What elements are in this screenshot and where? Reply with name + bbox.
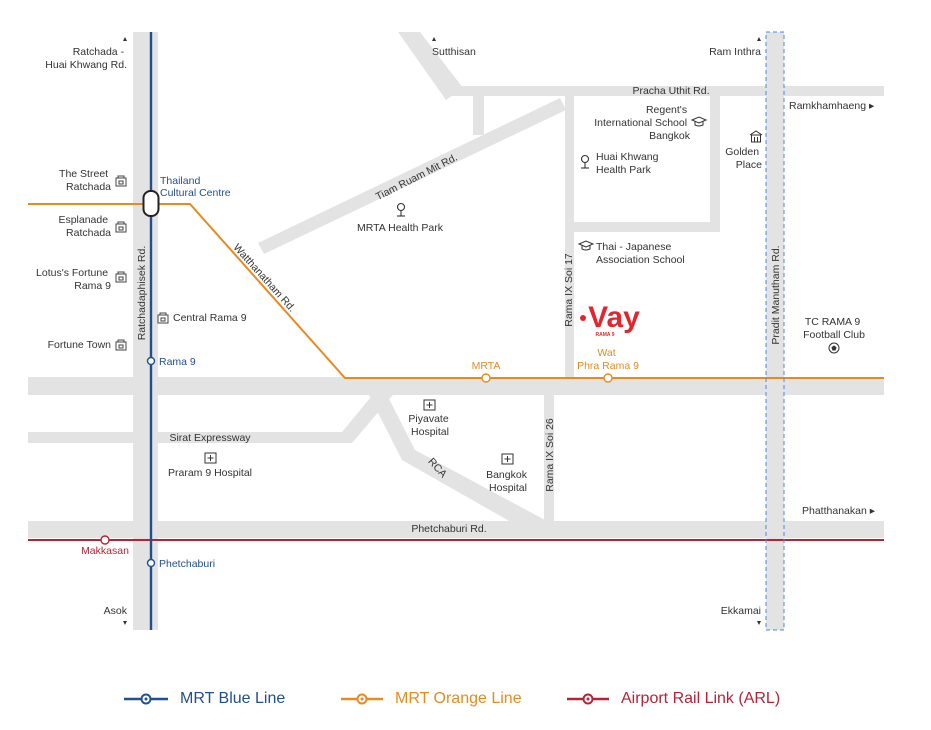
place-praram9-hospital: Praram 9 Hospital <box>168 467 252 479</box>
direction-sutthisan: Sutthisan <box>432 46 476 58</box>
roads <box>28 32 884 630</box>
legend-label: MRT Orange Line <box>395 690 522 707</box>
direction-ratchada-huai-khwang: Ratchada - Huai Khwang Rd. <box>45 46 127 71</box>
arrow-up-icon <box>432 37 436 41</box>
red-line-icon <box>567 693 609 705</box>
station-label-mrta: MRTA <box>472 360 501 372</box>
place-thai-japanese-school: Thai - Japanese Association School <box>596 241 685 266</box>
park-icon <box>580 154 590 169</box>
place-piyavate-hospital: Piyavate Hospital <box>408 413 451 438</box>
road-label-rama9-soi17: Rama IX Soi 17 <box>563 253 575 327</box>
arrow-down-icon <box>123 621 127 625</box>
direction-ram-inthra: Ram Inthra <box>709 46 761 58</box>
road-label-sirat-expressway: Sirat Expressway <box>169 432 251 444</box>
wat-phra-rama9-station-marker <box>603 373 613 383</box>
shopping-bag-icon <box>115 339 127 351</box>
road-label-pracha-uthit: Pracha Uthit Rd. <box>632 85 709 97</box>
place-golden-place: Golden Place <box>725 146 762 171</box>
hospital-icon <box>423 399 436 411</box>
phetchaburi-road <box>28 521 884 538</box>
interchange-station-marker <box>142 190 160 217</box>
temple-icon <box>749 130 763 143</box>
station-label-rama9: Rama 9 <box>159 356 196 368</box>
station-label-wat-phra-rama9: Wat Phra Rama 9 <box>577 347 639 372</box>
road-label-tiam-ruam-mit: Tiam Ruam Mit Rd. <box>374 152 460 204</box>
direction-phatthanakan: Phatthanakan ▸ <box>802 505 876 517</box>
vay-logo-sub: RAMA 9 <box>596 332 615 338</box>
direction-asok: Asok <box>104 605 128 617</box>
loop-road-v <box>710 90 720 232</box>
loop-road-h <box>565 222 720 232</box>
place-huai-khwang-health-park: Huai Khwang Health Park <box>596 151 661 176</box>
park-icon <box>396 202 406 217</box>
direction-ramkhamhaeng: Ramkhamhaeng ▸ <box>789 100 875 112</box>
shopping-bag-icon <box>115 271 127 283</box>
direction-ekkamai: Ekkamai <box>721 605 761 617</box>
place-central-rama9: Central Rama 9 <box>173 312 247 324</box>
sirat-expressway <box>28 380 398 443</box>
rama9-soi17-road <box>565 90 574 378</box>
arrow-up-icon <box>123 37 127 41</box>
makkasan-station-marker <box>100 535 110 545</box>
legend-item-arl: Airport Rail Link (ARL) <box>567 690 780 708</box>
blue-line-icon <box>124 693 168 705</box>
station-label-thailand-cultural-centre: Thailand Cultural Centre <box>160 175 231 199</box>
rca-road <box>368 389 545 530</box>
road-label-phetchaburi: Phetchaburi Rd. <box>411 523 486 535</box>
football-icon <box>828 342 840 354</box>
orange-line-icon <box>341 693 383 705</box>
hospital-icon <box>501 453 514 465</box>
shopping-bag-icon <box>157 312 169 324</box>
hospital-icon <box>204 452 217 464</box>
tiam-ruam-mit-road <box>258 98 566 254</box>
connector-road <box>473 90 484 135</box>
mrt-orange-line <box>28 203 884 379</box>
pradit-manutham-road <box>766 32 784 630</box>
rama9-road <box>28 377 884 395</box>
place-fortune-town: Fortune Town <box>48 339 112 351</box>
arrow-up-icon <box>757 37 761 41</box>
place-bangkok-hospital: Bangkok Hospital <box>486 469 530 494</box>
station-markers-orange <box>481 373 613 383</box>
sutthisan-road <box>398 32 463 100</box>
shopping-bag-icon <box>115 221 127 233</box>
vay-location-dot <box>580 315 586 321</box>
mrta-station-marker <box>481 373 491 383</box>
vay-logo: Vay <box>588 301 640 334</box>
rama9-station-marker <box>146 356 156 366</box>
graduation-cap-icon <box>690 116 708 127</box>
shopping-bag-icon <box>115 175 127 187</box>
place-tc-rama9-football-club: TC RAMA 9 Football Club <box>803 316 865 341</box>
place-regents-school: Regent's International School Bangkok <box>594 104 690 142</box>
station-label-makkasan: Makkasan <box>81 545 129 557</box>
place-mrta-health-park: MRTA Health Park <box>357 222 444 234</box>
legend-label: MRT Blue Line <box>180 690 286 707</box>
station-label-phetchaburi: Phetchaburi <box>159 558 215 570</box>
place-esplanade-ratchada: Esplanade Ratchada <box>58 214 111 239</box>
arrow-down-icon <box>757 621 761 625</box>
phetchaburi-station-marker <box>146 558 156 568</box>
road-label-pradit-manutham: Pradit Manutham Rd. <box>770 245 782 344</box>
pracha-uthit-road <box>443 86 884 96</box>
rama9-soi26-road <box>544 395 554 525</box>
road-label-ratchadaphisek: Ratchadaphisek Rd. <box>136 246 148 341</box>
station-markers-blue <box>146 356 156 568</box>
legend-label: Airport Rail Link (ARL) <box>621 690 781 707</box>
map-legend: MRT Blue Line MRT Orange Line Airport Ra… <box>0 690 931 720</box>
legend-item-mrt-orange: MRT Orange Line <box>341 690 522 708</box>
place-the-street-ratchada: The Street Ratchada <box>59 168 111 193</box>
road-label-rama9-soi26: Rama IX Soi 26 <box>544 418 556 492</box>
legend-item-mrt-blue: MRT Blue Line <box>124 690 285 708</box>
place-lotus-fortune-rama9: Lotus's Fortune Rama 9 <box>36 267 111 292</box>
graduation-cap-icon <box>577 240 595 251</box>
proposed-line-box <box>765 31 785 631</box>
